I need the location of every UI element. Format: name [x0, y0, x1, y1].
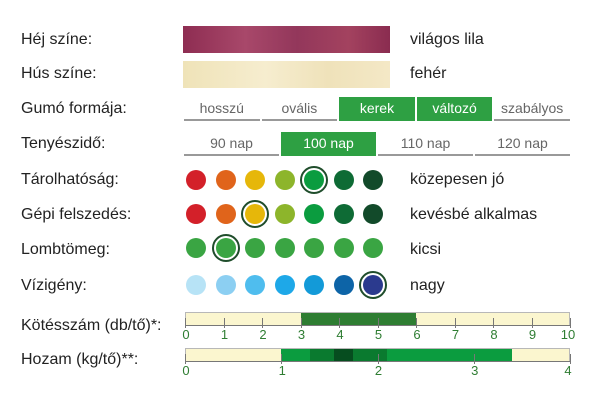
- tenyeszido-option: 120 nap: [475, 132, 570, 156]
- kotesszam-range-band: [300, 313, 416, 325]
- label-lombtomeg: Lombtömeg:: [21, 241, 110, 258]
- gumo-forma-option: hosszú: [184, 97, 260, 121]
- hozam-tick: [473, 354, 475, 364]
- hozam-tick-label: 3: [471, 363, 479, 378]
- kotesszam-tick-label: 8: [490, 327, 498, 342]
- value-gepi-felszedes: kevésbé alkalmas: [410, 206, 538, 223]
- vizigeny-dot: [304, 275, 324, 295]
- tarolhatosag-dot: [333, 170, 354, 190]
- kotesszam-tick: [339, 318, 340, 328]
- tarolhatosag-dot: [245, 170, 265, 190]
- kotesszam-tick-label: 6: [413, 327, 421, 342]
- hozam-tick: [281, 354, 283, 364]
- hozam-tick-label: 4: [564, 363, 572, 378]
- kotesszam-tick: [493, 318, 494, 328]
- hozam-tick: [185, 354, 186, 364]
- kotesszam-tick-label: 0: [182, 327, 190, 342]
- tenyeszido-option: 110 nap: [378, 132, 473, 156]
- hozam-tick: [377, 354, 379, 364]
- tarolhatosag-dot: [215, 170, 236, 190]
- tenyeszido-option: 100 nap: [281, 132, 376, 156]
- label-hozam: Hozam (kg/tő)**:: [21, 351, 139, 368]
- gumo-forma-option: kerek: [339, 97, 415, 121]
- gumo-forma-option: szabályos: [494, 97, 570, 121]
- vizigeny-dot: [333, 275, 354, 295]
- kotesszam-tick: [377, 318, 379, 328]
- gumo-forma-option: ovális: [261, 97, 338, 121]
- kotesszam-tick-label: 1: [220, 327, 229, 342]
- lombtomeg-dot: [186, 238, 206, 258]
- hozam-range-band: [334, 349, 354, 361]
- kotesszam-tick: [531, 318, 533, 328]
- tarolhatosag-dot: [274, 170, 295, 190]
- gepi-felszedes-dot: [245, 204, 265, 224]
- gepi-felszedes-dot: [274, 204, 295, 224]
- label-tarolhatosag: Tárolhatóság:: [21, 171, 119, 188]
- lombtomeg-dot: [274, 238, 295, 258]
- value-hus-szine: fehér: [410, 65, 447, 82]
- value-vizigeny: nagy: [410, 277, 445, 294]
- gumo-forma-option: változó: [416, 97, 493, 121]
- kotesszam-tick-label: 2: [259, 327, 267, 342]
- kotesszam-tick: [185, 318, 186, 328]
- value-lombtomeg: kicsi: [410, 241, 442, 258]
- hozam-tick-label: 2: [374, 363, 383, 378]
- kotesszam-tick-label: 7: [451, 327, 460, 342]
- vizigeny-dot: [215, 275, 236, 295]
- kotesszam-tick-label: 10: [560, 327, 576, 342]
- label-gumo-formaja: Gumó formája:: [21, 100, 127, 117]
- gepi-felszedes-dot: [304, 204, 324, 224]
- lombtomeg-dot: [333, 238, 354, 258]
- kotesszam-tick-label: 4: [336, 327, 344, 342]
- hozam-tick: [570, 354, 571, 364]
- kotesszam-tick: [570, 318, 571, 328]
- lombtomeg-dot: [304, 238, 324, 258]
- kotesszam-tick-label: 9: [528, 327, 537, 342]
- lombtomeg-dot: [363, 238, 383, 258]
- kotesszam-tick: [454, 318, 456, 328]
- gepi-felszedes-dot: [186, 204, 206, 224]
- kotesszam-tick: [416, 318, 417, 328]
- hus-color-swatch: [183, 61, 390, 88]
- label-kotesszam: Kötésszám (db/tő)*:: [21, 317, 162, 334]
- gepi-felszedes-dot: [333, 204, 354, 224]
- label-gepi-felszedes: Gépi felszedés:: [21, 206, 132, 223]
- label-vizigeny: Vízigény:: [21, 277, 87, 294]
- vizigeny-dot: [274, 275, 295, 295]
- label-hus-szine: Hús színe:: [21, 65, 97, 82]
- kotesszam-tick-label: 5: [374, 327, 383, 342]
- kotesszam-tick: [300, 318, 302, 328]
- hej-color-swatch: [183, 26, 390, 53]
- tenyeszido-option: 90 nap: [184, 132, 279, 156]
- hozam-tick-label: 0: [182, 363, 190, 378]
- vizigeny-dot: [363, 275, 383, 295]
- hozam-tick-label: 1: [278, 363, 286, 378]
- tarolhatosag-dot: [363, 170, 383, 190]
- kotesszam-tick-label: 3: [297, 327, 306, 342]
- label-hej-szine: Héj színe:: [21, 31, 93, 48]
- tarolhatosag-dot: [304, 170, 324, 190]
- vizigeny-dot: [186, 275, 206, 295]
- value-tarolhatosag: közepesen jó: [410, 171, 505, 188]
- value-hej-szine: világos lila: [410, 31, 484, 48]
- label-tenyeszido: Tenyészidő:: [21, 135, 106, 152]
- kotesszam-tick: [262, 318, 263, 328]
- kotesszam-tick: [223, 318, 225, 328]
- tarolhatosag-dot: [186, 170, 206, 190]
- lombtomeg-dot: [215, 238, 236, 258]
- lombtomeg-dot: [245, 238, 265, 258]
- gepi-felszedes-dot: [363, 204, 383, 224]
- vizigeny-dot: [245, 275, 265, 295]
- gepi-felszedes-dot: [215, 204, 236, 224]
